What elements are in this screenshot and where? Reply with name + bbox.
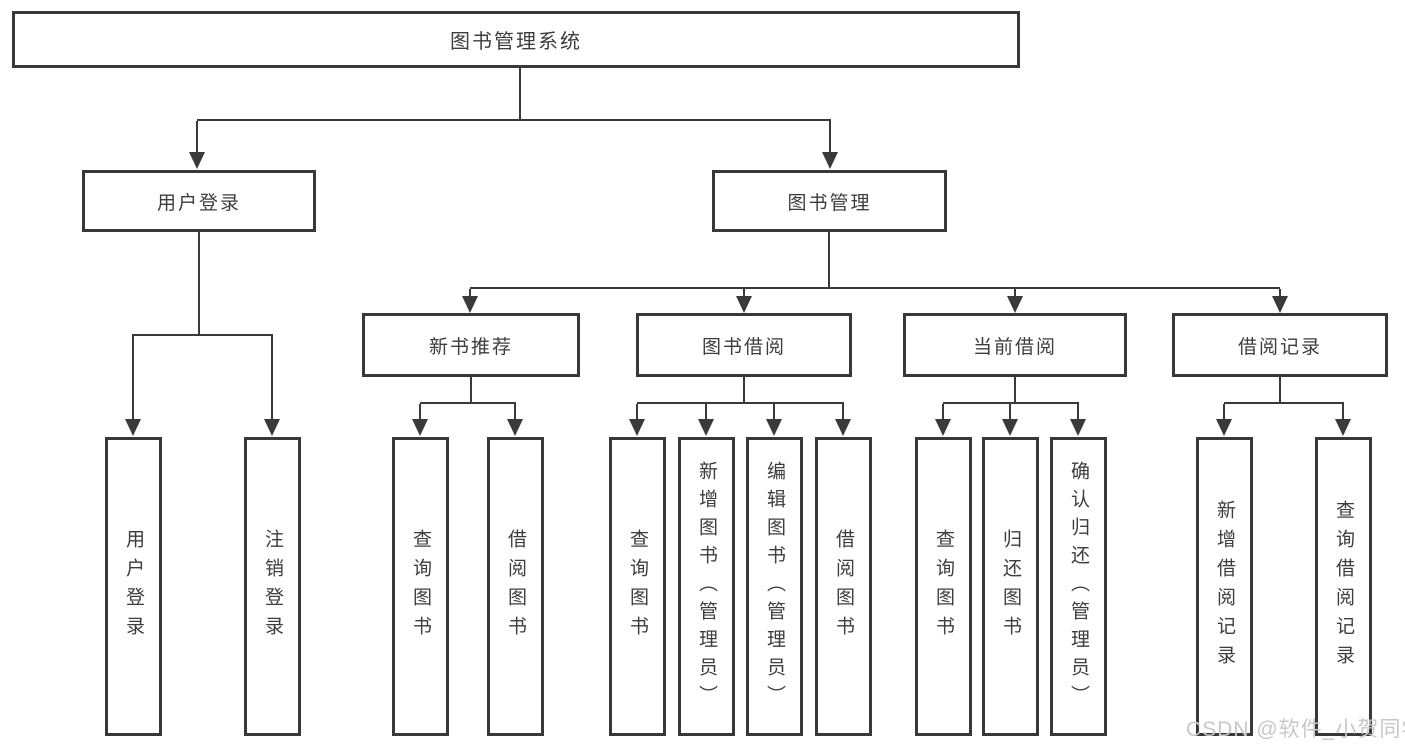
node-label: 查询图书: [627, 528, 648, 645]
arrow-down-icon: [629, 419, 645, 436]
connector-cb-drop-1: [942, 404, 944, 420]
connector-cb-drop-3: [1077, 404, 1079, 420]
connector-bb-drop-1: [636, 404, 638, 420]
arrow-down-icon: [935, 419, 951, 436]
node-label: 用户登录: [123, 528, 144, 645]
leaf-cb-confirm-return-admin: 确认归还（管理员）: [1050, 437, 1107, 736]
leaf-cb-return-book: 归还图书: [982, 437, 1039, 736]
arrow-down-icon: [1335, 419, 1351, 436]
connector-root-bar: [197, 119, 831, 121]
connector-cb-stem: [1014, 377, 1016, 404]
arrow-down-icon: [835, 419, 851, 436]
leaf-bb-borrow-book: 借阅图书: [815, 437, 872, 736]
leaf-br-query-record: 查询借阅记录: [1315, 437, 1372, 736]
connector-nbr-bar: [420, 402, 516, 404]
node-label: 新书推荐: [428, 336, 513, 358]
connector-bb-drop-4: [842, 404, 844, 420]
arrow-down-icon: [1272, 296, 1288, 313]
connector-bb-drop-2: [705, 404, 707, 420]
connector-cb-bar: [943, 402, 1079, 404]
connector-bookmgmt-bar: [470, 287, 1280, 289]
connector-userlogin-drop-1: [132, 336, 134, 420]
arrow-down-icon: [1216, 419, 1232, 436]
leaf-bb-add-book-admin: 新增图书（管理员）: [678, 437, 735, 736]
arrow-down-icon: [1070, 419, 1086, 436]
leaf-br-add-record: 新增借阅记录: [1196, 437, 1253, 736]
node-label: 借阅记录: [1237, 336, 1322, 358]
arrow-down-icon: [507, 419, 523, 436]
arrow-down-icon: [125, 419, 141, 436]
node-book-management-group: 图书管理: [712, 170, 947, 232]
arrow-down-icon: [412, 419, 428, 436]
arrow-down-icon: [766, 419, 782, 436]
arrow-down-icon: [462, 296, 478, 313]
node-label: 确认归还（管理员）: [1068, 460, 1089, 713]
node-label: 图书管理: [787, 192, 872, 214]
node-book-borrow: 图书借阅: [636, 313, 852, 377]
connector-nbr-drop-1: [419, 404, 421, 420]
connector-userlogin-stem: [198, 231, 200, 336]
leaf-cb-query-book: 查询图书: [915, 437, 972, 736]
node-label: 新增图书（管理员）: [696, 460, 717, 713]
connector-bb-bar: [637, 402, 844, 404]
node-label: 查询借阅记录: [1333, 499, 1354, 674]
node-label: 归还图书: [1000, 528, 1021, 645]
node-library-system: 图书管理系统: [12, 11, 1020, 68]
connector-br-drop-1: [1223, 404, 1225, 420]
connector-root-stem: [519, 67, 521, 121]
node-user-login-group: 用户登录: [82, 170, 316, 232]
arrow-down-icon: [189, 152, 205, 169]
connector-userlogin-bar: [132, 334, 273, 336]
connector-bookmgmt-drop-1: [469, 289, 471, 298]
csdn-watermark: CSDN @软件_小贺同学: [1186, 718, 1405, 741]
node-label: 借阅图书: [505, 528, 526, 645]
node-label: 图书管理系统: [450, 31, 582, 53]
connector-nbr-drop-2: [514, 404, 516, 420]
node-new-book-recommend: 新书推荐: [362, 313, 580, 377]
connector-br-bar: [1224, 402, 1344, 404]
arrow-down-icon: [822, 152, 838, 169]
connector-br-drop-2: [1342, 404, 1344, 420]
arrow-down-icon: [698, 419, 714, 436]
node-borrow-record: 借阅记录: [1172, 313, 1388, 377]
connector-bookmgmt-drop-4: [1279, 289, 1281, 298]
node-label: 注销登录: [262, 528, 283, 645]
connector-bb-stem: [743, 377, 745, 404]
node-label: 当前借阅: [972, 336, 1057, 358]
arrow-down-icon: [1002, 419, 1018, 436]
leaf-bb-query-book: 查询图书: [609, 437, 666, 736]
node-label: 查询图书: [933, 528, 954, 645]
connector-cb-drop-2: [1009, 404, 1011, 420]
arrow-down-icon: [1007, 296, 1023, 313]
leaf-bb-edit-book-admin: 编辑图书（管理员）: [746, 437, 803, 736]
leaf-logout: 注销登录: [244, 437, 301, 736]
leaf-user-login: 用户登录: [105, 437, 162, 736]
node-current-borrow: 当前借阅: [903, 313, 1127, 377]
connector-root-drop-right: [829, 121, 831, 153]
connector-bb-drop-3: [773, 404, 775, 420]
node-label: 图书借阅: [701, 336, 786, 358]
connector-root-drop-left: [196, 121, 198, 153]
leaf-nbr-query-book: 查询图书: [392, 437, 449, 736]
connector-bookmgmt-drop-3: [1014, 289, 1016, 298]
arrow-down-icon: [736, 296, 752, 313]
connector-userlogin-drop-2: [271, 336, 273, 420]
node-label: 查询图书: [410, 528, 431, 645]
connector-br-stem: [1279, 377, 1281, 404]
leaf-nbr-borrow-book: 借阅图书: [487, 437, 544, 736]
node-label: 新增借阅记录: [1214, 499, 1235, 674]
connector-nbr-stem: [470, 377, 472, 404]
node-label: 借阅图书: [833, 528, 854, 645]
node-label: 用户登录: [156, 192, 241, 214]
arrow-down-icon: [264, 419, 280, 436]
node-label: 编辑图书（管理员）: [764, 460, 785, 713]
connector-bookmgmt-stem: [828, 231, 830, 289]
connector-bookmgmt-drop-2: [743, 289, 745, 298]
